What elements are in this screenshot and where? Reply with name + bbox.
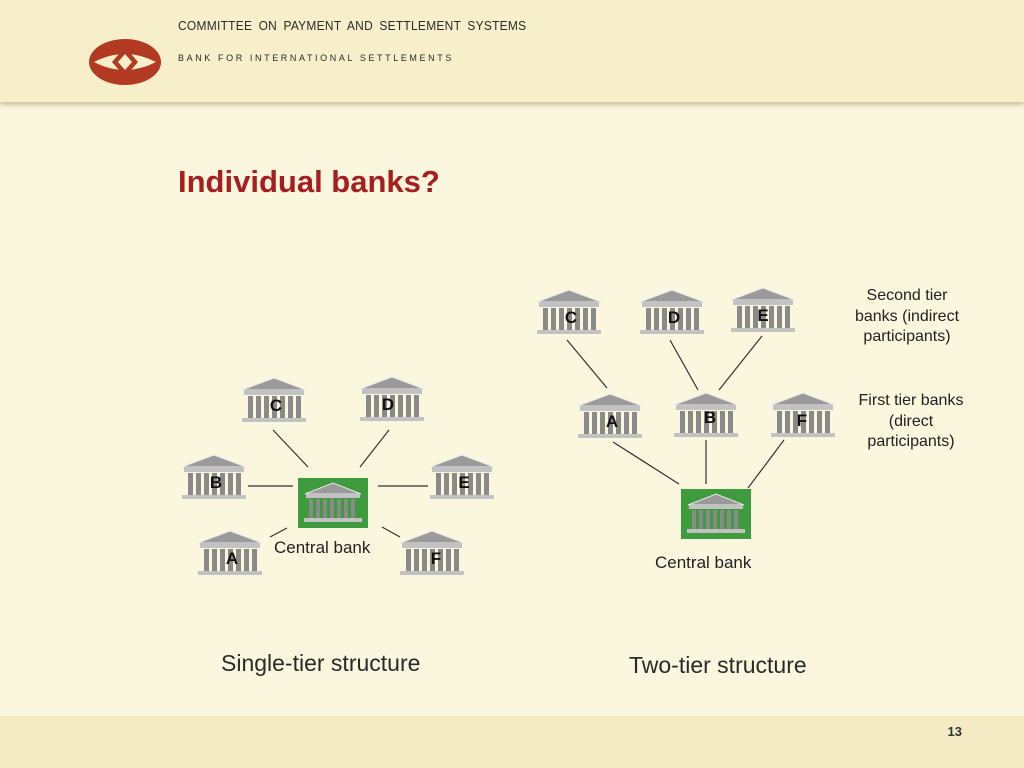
bank-label: E bbox=[458, 473, 469, 492]
bank-icon-two-tier-c: C bbox=[536, 289, 602, 335]
page-number: 13 bbox=[947, 724, 962, 739]
bank-label: B bbox=[210, 473, 222, 492]
two-tier-connectors bbox=[566, 335, 785, 489]
bank-label: C bbox=[270, 396, 282, 415]
bank-icon-single-a: A bbox=[197, 530, 263, 576]
central-bank-label-single: Central bank bbox=[274, 538, 371, 557]
first-tier-label: First tier banks (direct participants) bbox=[858, 392, 964, 450]
bank-icon-two-tier-f: F bbox=[770, 392, 836, 438]
bank-icon-two-tier-a: A bbox=[577, 393, 643, 439]
org-title: COMMITTEE ON PAYMENT AND SETTLEMENT SYST… bbox=[178, 18, 527, 33]
bank-label: A bbox=[226, 549, 238, 568]
bank-label: D bbox=[668, 308, 680, 327]
second-tier-label: Second tier banks (indirect participants… bbox=[854, 287, 960, 345]
header-band: COMMITTEE ON PAYMENT AND SETTLEMENT SYST… bbox=[0, 0, 1024, 102]
central-bank-icon-two-tier bbox=[680, 488, 752, 540]
footer-band: 13 bbox=[0, 716, 1024, 768]
bank-label: D bbox=[382, 395, 394, 414]
bank-label: E bbox=[757, 306, 768, 325]
org-subtitle: BANK FOR INTERNATIONAL SETTLEMENTS bbox=[178, 53, 454, 63]
central-bank-icon-single bbox=[297, 477, 369, 529]
bank-icon-two-tier-d: D bbox=[639, 289, 705, 335]
bank-icon-two-tier-b: B bbox=[673, 392, 739, 438]
bank-icon-single-d: D bbox=[359, 376, 425, 422]
bank-icon-single-c: C bbox=[241, 377, 307, 423]
two-tier-structure-label: Two-tier structure bbox=[629, 652, 807, 678]
single-tier-connectors bbox=[248, 429, 428, 538]
bank-label: B bbox=[704, 408, 716, 427]
single-tier-structure-label: Single-tier structure bbox=[221, 650, 421, 676]
slide-title: Individual banks? bbox=[178, 164, 440, 199]
bank-label: A bbox=[606, 412, 618, 431]
central-bank-label-two-tier: Central bank bbox=[655, 553, 752, 572]
bank-icon-single-e: E bbox=[429, 454, 495, 500]
bank-icon-two-tier-e: E bbox=[730, 287, 796, 333]
bis-logo-icon bbox=[89, 39, 161, 85]
bank-label: C bbox=[565, 308, 577, 327]
bank-icon-single-b: B bbox=[181, 454, 247, 500]
bank-icon-single-f: F bbox=[399, 530, 465, 576]
bank-label: F bbox=[431, 549, 441, 568]
bank-label: F bbox=[797, 411, 807, 430]
